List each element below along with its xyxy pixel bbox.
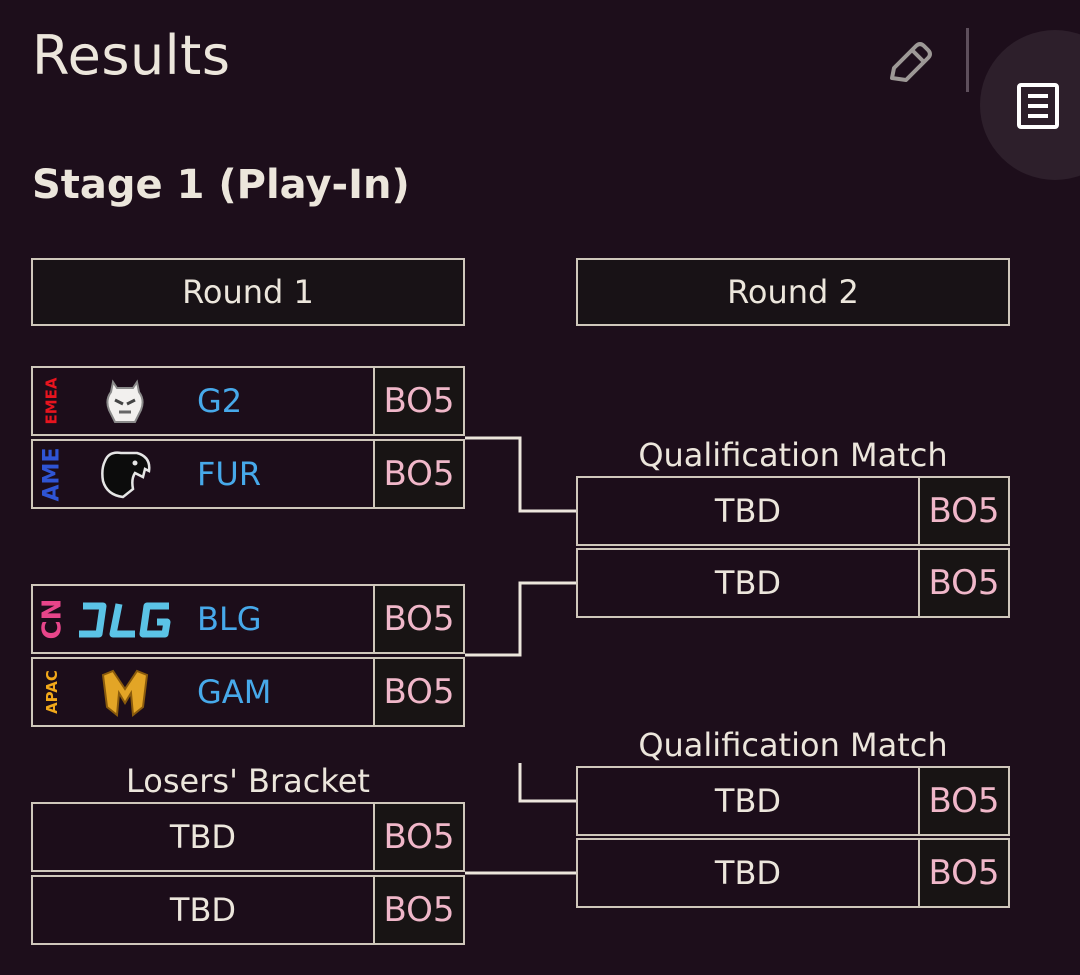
g2-logo-icon — [106, 379, 144, 423]
region-badge-apac: APAC — [37, 659, 67, 725]
losers-slot-1[interactable]: TBD BO5 — [31, 802, 465, 872]
qualification-match-label: Qualification Match — [638, 436, 948, 474]
qual-2-slot-1[interactable]: TBD BO5 — [576, 766, 1010, 836]
match-format: BO5 — [918, 840, 1008, 906]
round-1-header: Round 1 — [31, 258, 465, 326]
match-format: BO5 — [373, 441, 463, 507]
region-label: CN — [37, 598, 67, 640]
pencil-icon[interactable] — [884, 38, 936, 86]
team-name: BLG — [197, 600, 262, 638]
header-divider — [966, 28, 969, 92]
team-placeholder: TBD — [714, 564, 782, 602]
match-format: BO5 — [373, 586, 463, 652]
region-badge-ame: AME — [37, 441, 67, 507]
qual-1-slot-1[interactable]: TBD BO5 — [576, 476, 1010, 546]
team-row-blg[interactable]: CN BLG BO5 — [31, 584, 465, 654]
match-format: BO5 — [373, 804, 463, 870]
losers-slot-2[interactable]: TBD BO5 — [31, 875, 465, 945]
match-format: BO5 — [373, 659, 463, 725]
page-title: Results — [32, 24, 231, 87]
round-2-header: Round 2 — [576, 258, 1010, 326]
team-name: FUR — [197, 455, 262, 493]
team-placeholder: TBD — [169, 891, 237, 929]
qual-1-slot-2[interactable]: TBD BO5 — [576, 548, 1010, 618]
team-row-gam[interactable]: APAC GAM BO5 — [31, 657, 465, 727]
blg-logo-icon — [79, 602, 171, 638]
match-format: BO5 — [373, 368, 463, 434]
region-label: AME — [39, 447, 65, 501]
region-label: EMEA — [43, 377, 61, 425]
region-badge-emea: EMEA — [37, 368, 67, 434]
losers-bracket-label: Losers' Bracket — [126, 762, 370, 800]
match-format: BO5 — [918, 550, 1008, 616]
team-placeholder: TBD — [714, 854, 782, 892]
qualification-match-label: Qualification Match — [638, 726, 948, 764]
region-badge-cn: CN — [37, 586, 67, 652]
team-name: GAM — [197, 673, 272, 711]
qual-2-slot-2[interactable]: TBD BO5 — [576, 838, 1010, 908]
team-name: G2 — [197, 382, 243, 420]
gam-logo-icon — [101, 669, 149, 717]
match-format: BO5 — [918, 768, 1008, 834]
match-format: BO5 — [918, 478, 1008, 544]
stage-title: Stage 1 (Play-In) — [32, 162, 410, 208]
furia-logo-icon — [101, 451, 151, 499]
team-placeholder: TBD — [169, 818, 237, 856]
match-format: BO5 — [373, 877, 463, 943]
team-row-g2[interactable]: EMEA G2 BO5 — [31, 366, 465, 436]
region-label: APAC — [43, 670, 61, 714]
document-list-icon — [1017, 83, 1059, 129]
team-row-fur[interactable]: AME FUR BO5 — [31, 439, 465, 509]
team-placeholder: TBD — [714, 492, 782, 530]
team-placeholder: TBD — [714, 782, 782, 820]
